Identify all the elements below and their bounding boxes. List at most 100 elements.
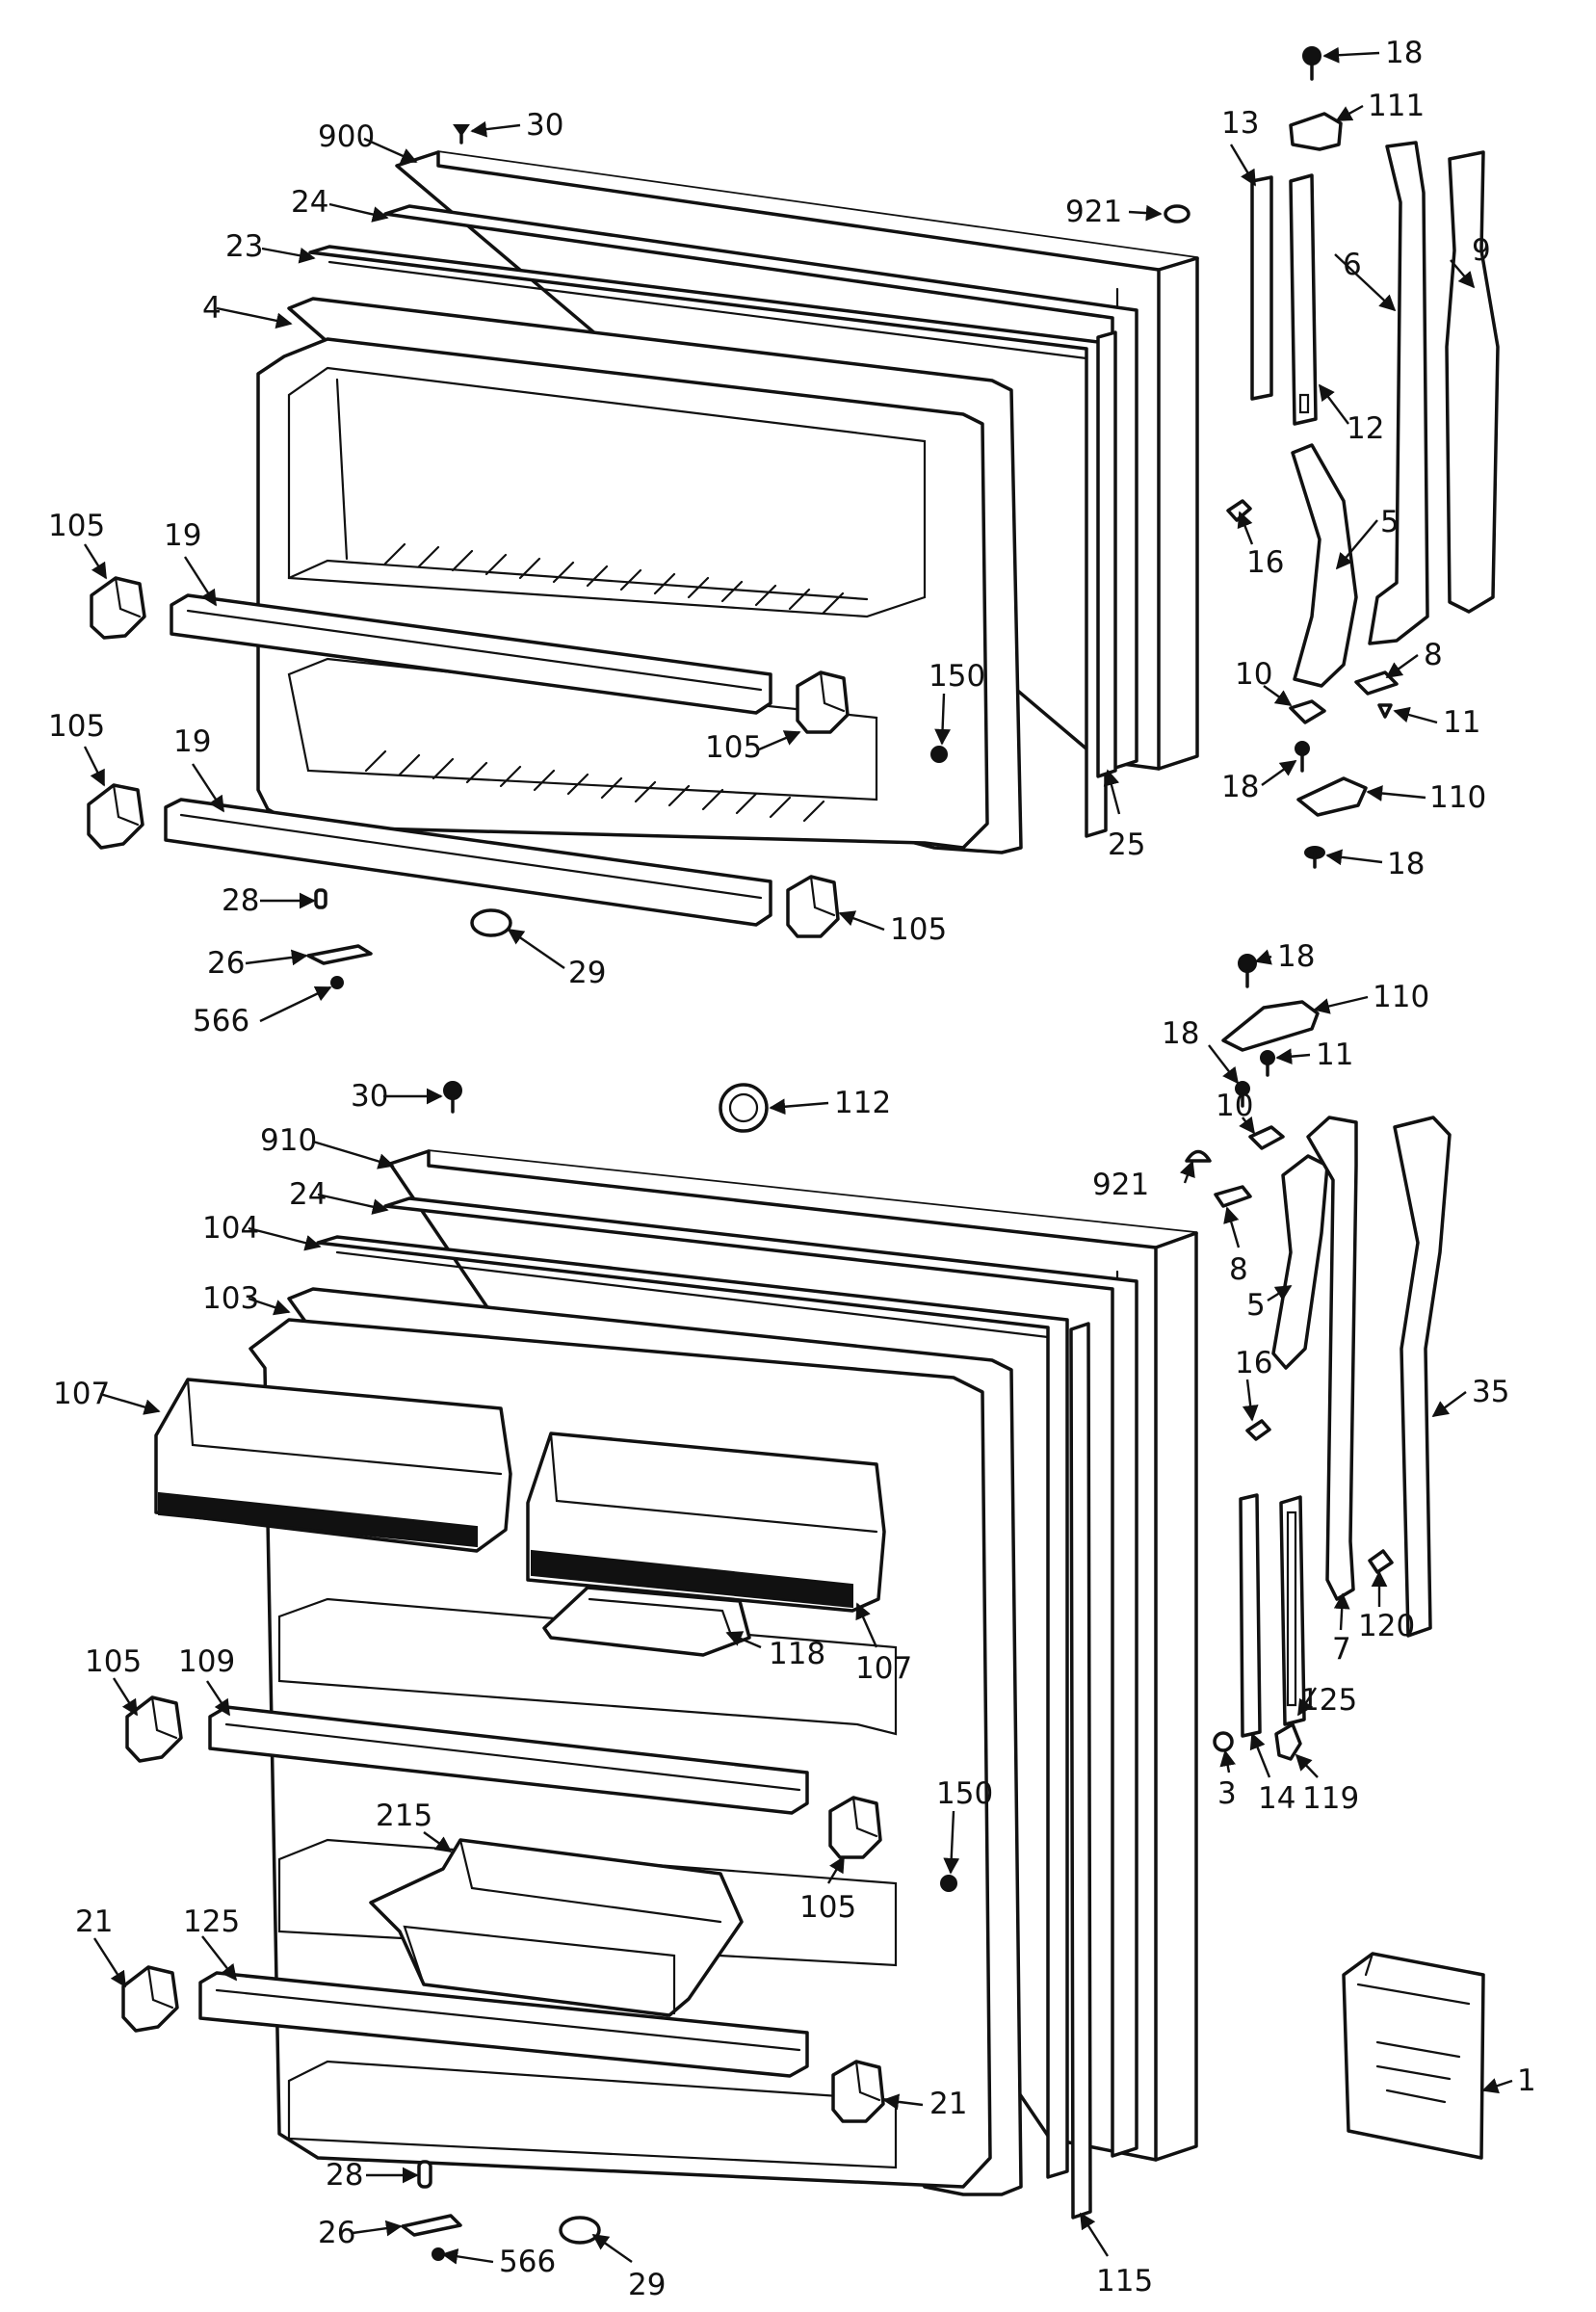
freezer-hinge-10 [1289, 699, 1326, 724]
freezer-inner-liner-body [256, 337, 989, 850]
fresh-food-plug-112 [719, 1083, 769, 1133]
callout-label: 13 [1221, 106, 1259, 141]
callout-label: 4 [202, 291, 222, 326]
callout-label: 14 [1258, 1781, 1295, 1816]
callout-label: 109 [178, 1644, 235, 1679]
callout-label: 30 [526, 108, 563, 143]
callout-label: 120 [1358, 1609, 1415, 1643]
callout-label: 19 [173, 724, 211, 759]
callout-label: 103 [202, 1281, 259, 1316]
fresh-food-shelf-bracket-105-right [828, 1796, 882, 1859]
fresh-food-shelf-bracket-21-right [831, 2060, 885, 2123]
fresh-food-screw-566 [432, 2247, 445, 2261]
callout-label: 910 [260, 1123, 317, 1158]
fresh-food-shelf-bracket-105-left [125, 1695, 183, 1763]
callout-label: 110 [1373, 980, 1429, 1014]
freezer-shelf-bracket-left-lower [87, 783, 144, 850]
fresh-food-screw-3 [1213, 1731, 1234, 1752]
freezer-handle-5 [1291, 443, 1358, 688]
fresh-food-screw-11 [1260, 1050, 1275, 1077]
callout-label: 3 [1217, 1776, 1237, 1811]
callout-label: 215 [376, 1799, 432, 1833]
callout-label: 921 [1092, 1168, 1149, 1202]
callout-label: 105 [48, 709, 105, 744]
freezer-callout-labels: 18 111 30 900 921 13 24 9 6 23 4 12 16 5… [48, 36, 1491, 1038]
callout-label: 29 [628, 2268, 666, 2302]
callout-label: 9 [1472, 233, 1491, 268]
callout-label: 921 [1065, 195, 1122, 229]
freezer-pin-28 [314, 888, 327, 909]
fresh-food-gasket-frame [316, 1235, 1069, 2179]
fresh-food-shelf-bracket-21-left [121, 1965, 179, 2033]
callout-label: 150 [929, 659, 985, 694]
freezer-screw-18-top [1302, 46, 1321, 81]
freezer-upper-shelf-bar [170, 593, 772, 715]
freezer-upper-shelf-ribs [383, 542, 845, 615]
freezer-lower-shelf-ribs [364, 749, 825, 823]
fresh-food-screw-150 [940, 1875, 957, 1892]
callout-label: 566 [499, 2245, 556, 2279]
callout-label: 7 [1332, 1632, 1351, 1667]
callout-label: 12 [1347, 411, 1384, 446]
callout-label: 110 [1429, 780, 1486, 815]
freezer-door-assembly [87, 46, 1500, 989]
fresh-food-dairy-bin-right[interactable] [526, 1432, 886, 1613]
freezer-hinge-pin-13 [1250, 175, 1273, 401]
freezer-handle-rail-6 [1368, 141, 1429, 645]
freezer-handle-trim-9 [1445, 150, 1500, 614]
fresh-food-handle-trim-35 [1393, 1116, 1452, 1638]
fresh-food-pin-28 [417, 2160, 432, 2189]
callout-label: 29 [568, 956, 606, 990]
callout-label: 10 [1235, 657, 1272, 692]
freezer-screw-150 [930, 746, 948, 763]
freezer-screw-566 [330, 976, 344, 989]
callout-label: 28 [326, 2158, 363, 2193]
fresh-food-door-assembly [121, 954, 1452, 2261]
fresh-food-bumper-29 [559, 2216, 601, 2245]
fresh-food-door-bin[interactable] [369, 1838, 744, 2017]
callout-label: 118 [769, 1637, 825, 1671]
callout-label: 21 [75, 1905, 113, 1939]
callout-label: 24 [291, 185, 328, 220]
callout-label: 18 [1162, 1016, 1199, 1051]
callout-label: 111 [1368, 89, 1425, 123]
callout-label: 35 [1472, 1375, 1509, 1409]
freezer-hinge-111[interactable] [1289, 112, 1343, 151]
callout-label: 18 [1277, 939, 1315, 974]
callout-label: 18 [1387, 847, 1425, 881]
callout-label: 566 [193, 1004, 249, 1038]
callout-label: 24 [289, 1177, 327, 1212]
fresh-food-hinge-strip-125 [1279, 1495, 1306, 1726]
freezer-shelf-bracket-left-upper [90, 576, 146, 640]
callout-label: 25 [1108, 828, 1145, 862]
fresh-food-callout-labels: 18 110 18 11 30 112 10 910 921 24 8 104 … [53, 939, 1536, 2302]
freezer-bumper-29 [470, 908, 512, 937]
callout-label: 8 [1424, 638, 1443, 672]
freezer-shelf-bracket-right-lower [786, 875, 840, 938]
freezer-screw-11 [1377, 703, 1393, 719]
callout-label: 16 [1235, 1346, 1272, 1380]
callout-label: 107 [855, 1651, 912, 1686]
fresh-food-screw-18-side [1235, 1081, 1250, 1108]
fresh-food-plate-26 [401, 2214, 462, 2237]
callout-label: 28 [222, 883, 259, 918]
freezer-plug-921 [1164, 204, 1190, 223]
callout-label: 900 [318, 119, 375, 154]
freezer-screw-30 [453, 124, 470, 144]
callout-label: 6 [1343, 248, 1362, 282]
callout-label: 19 [164, 518, 201, 553]
fresh-food-dairy-bin-left[interactable] [154, 1378, 512, 1553]
callout-label: 119 [1302, 1781, 1359, 1816]
callout-label: 107 [53, 1377, 110, 1411]
freezer-gasket-strip [383, 204, 1138, 771]
callout-label: 18 [1385, 36, 1423, 70]
callout-label: 1 [1517, 2063, 1536, 2098]
fresh-food-hinge-110[interactable] [1221, 1000, 1320, 1052]
use-care-manual [1342, 1952, 1485, 2160]
fresh-food-gasket-strip [383, 1196, 1138, 2158]
callout-label: 5 [1246, 1288, 1266, 1323]
freezer-gasket-frame [308, 245, 1108, 838]
fresh-food-butter-tray[interactable] [542, 1586, 751, 1657]
fresh-food-hinge-pin-14 [1239, 1493, 1262, 1738]
